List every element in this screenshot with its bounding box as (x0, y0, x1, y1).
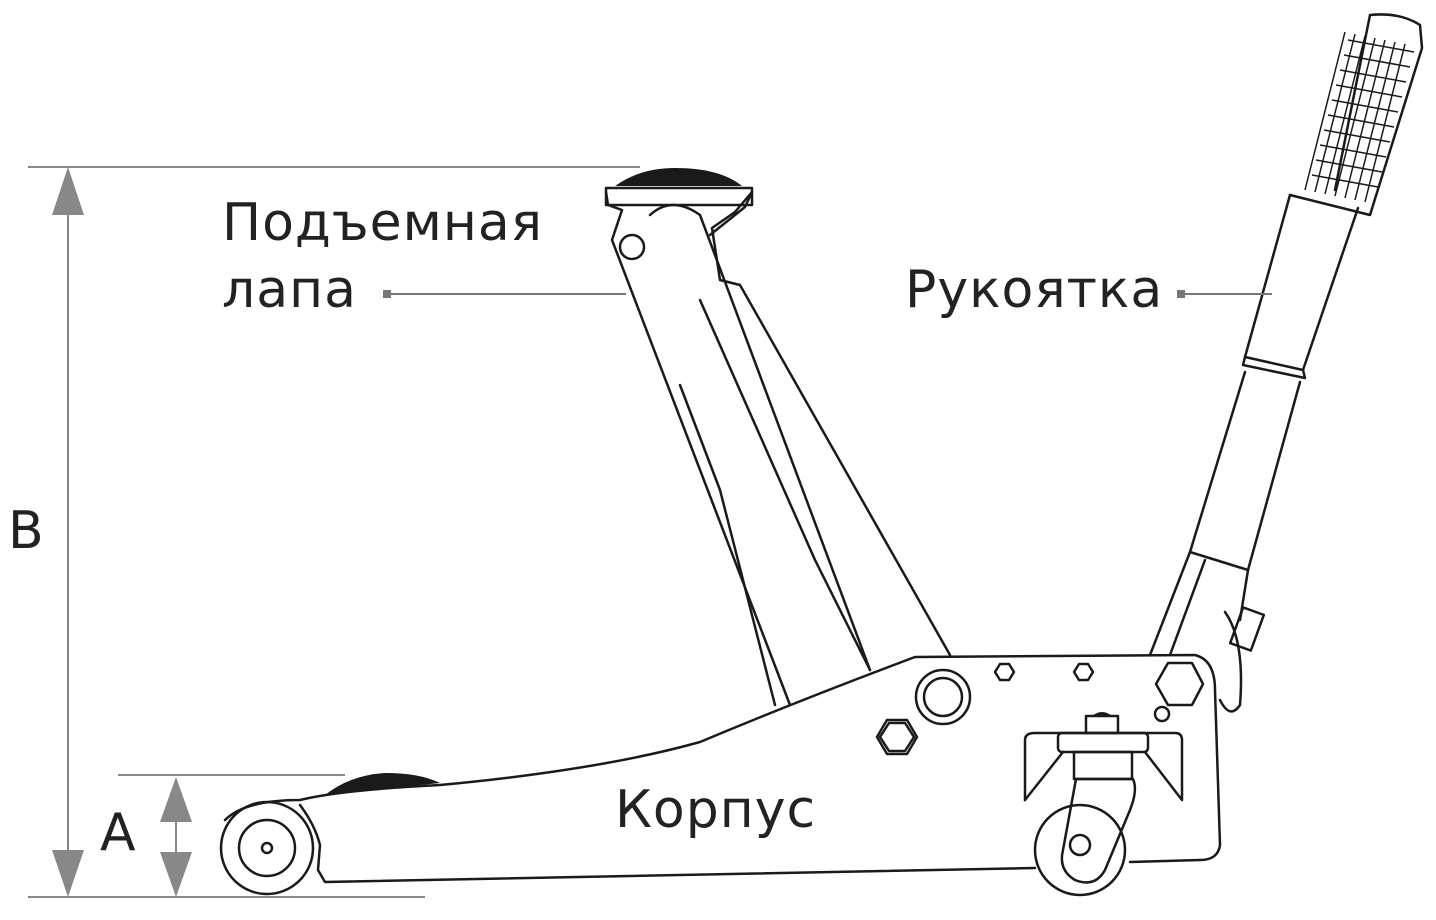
lift-arm-label-line1: Подъемная (222, 193, 543, 253)
handle-label: Рукоятка (905, 260, 1164, 320)
front-pad (325, 773, 440, 795)
lift-arm (604, 168, 952, 707)
body-label: Корпус (615, 780, 817, 840)
dimension-b (28, 166, 640, 898)
dimension-a (118, 774, 345, 897)
dimension-b-label: B (8, 501, 45, 561)
dimension-a-label: A (100, 803, 137, 863)
handle (1148, 13, 1424, 713)
jack-body (219, 653, 1222, 897)
lift-arm-label-line2: лапа (222, 260, 357, 320)
handle-grip (1304, 31, 1415, 203)
saddle-pad (615, 168, 742, 186)
